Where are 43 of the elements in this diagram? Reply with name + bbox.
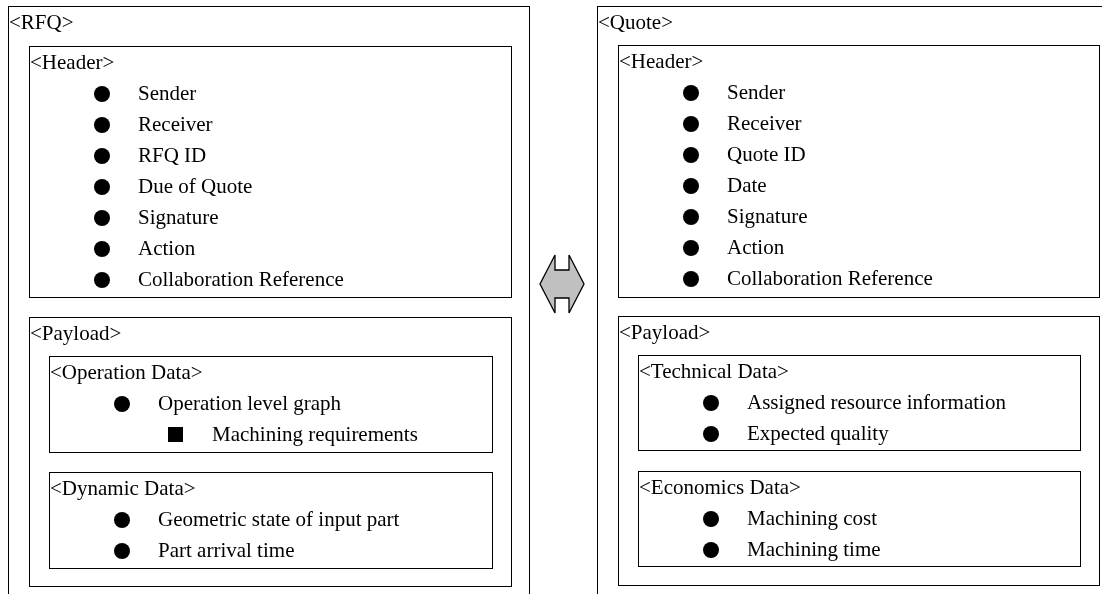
list-item: Expected quality: [747, 420, 889, 447]
list-item: Receiver: [138, 111, 213, 138]
section-heading: <Quote>: [598, 9, 673, 36]
list-item: Action: [727, 234, 785, 261]
list-item: Sender: [138, 80, 197, 107]
section-heading: <Technical Data>: [639, 358, 789, 385]
list-item: Collaboration Reference: [727, 265, 933, 292]
container-box: [638, 471, 1081, 567]
section-heading: <RFQ>: [9, 9, 74, 36]
list-item: Part arrival time: [158, 537, 295, 564]
container-box: [618, 316, 1100, 586]
list-item: RFQ ID: [138, 142, 207, 169]
list-item: Quote ID: [727, 141, 806, 168]
list-item: Machining requirements: [212, 421, 418, 448]
list-item: Date: [727, 172, 767, 199]
list-item: Assigned resource information: [747, 389, 1006, 416]
list-item: Machining cost: [747, 505, 878, 532]
section-heading: <Economics Data>: [639, 474, 801, 501]
section-heading: <Payload>: [30, 320, 122, 347]
list-item: Receiver: [727, 110, 802, 137]
container-box: [49, 472, 493, 569]
section-heading: <Header>: [619, 48, 704, 75]
double-headed-block-arrow: [539, 254, 585, 314]
container-box: [597, 6, 1102, 594]
list-item: Machining time: [747, 536, 881, 563]
container-box: [49, 356, 493, 453]
container-box: [618, 45, 1100, 298]
container-box: [29, 46, 512, 298]
list-item: Operation level graph: [158, 390, 342, 417]
list-item: Due of Quote: [138, 173, 253, 200]
section-heading: <Dynamic Data>: [50, 475, 196, 502]
container-box: [638, 355, 1081, 451]
section-heading: <Header>: [30, 49, 115, 76]
section-heading: <Payload>: [619, 319, 711, 346]
list-item: Geometric state of input part: [158, 506, 400, 533]
container-box: [29, 317, 512, 587]
container-box: [8, 6, 530, 594]
list-item: Action: [138, 235, 196, 262]
list-item: Signature: [727, 203, 808, 230]
list-item: Signature: [138, 204, 219, 231]
list-item: Sender: [727, 79, 786, 106]
section-heading: <Operation Data>: [50, 359, 203, 386]
list-item: Collaboration Reference: [138, 266, 344, 293]
